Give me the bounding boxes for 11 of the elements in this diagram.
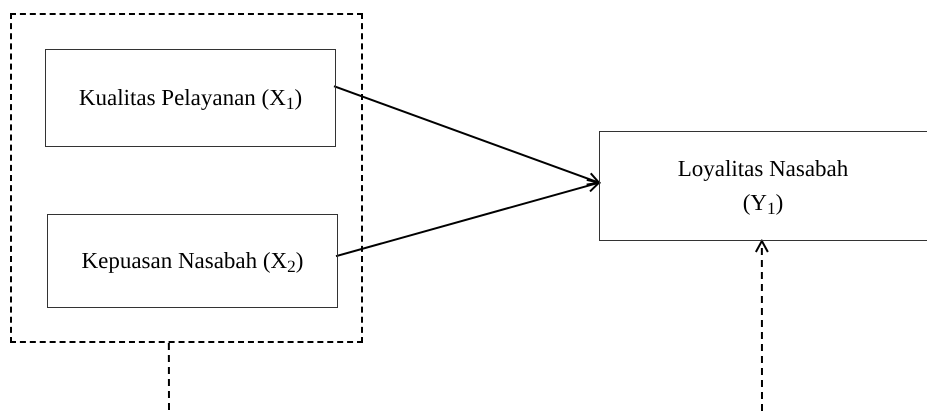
arrow — [334, 85, 600, 186]
variable-box — [45, 49, 336, 147]
arrow — [336, 178, 600, 258]
variable-label: Kualitas Pelayanan (X$_{1}$) — [78, 84, 304, 115]
variable-box — [599, 131, 927, 241]
dashed-group-box — [10, 13, 363, 343]
variable-label: Kepuasan Nasabah (X$_{2}$) — [80, 247, 304, 278]
variable-box — [47, 214, 338, 308]
variable-label: Loyalitas Nasabah (Y$_{1}$) — [676, 155, 850, 220]
arrow — [754, 240, 769, 411]
connector-line — [168, 343, 170, 411]
